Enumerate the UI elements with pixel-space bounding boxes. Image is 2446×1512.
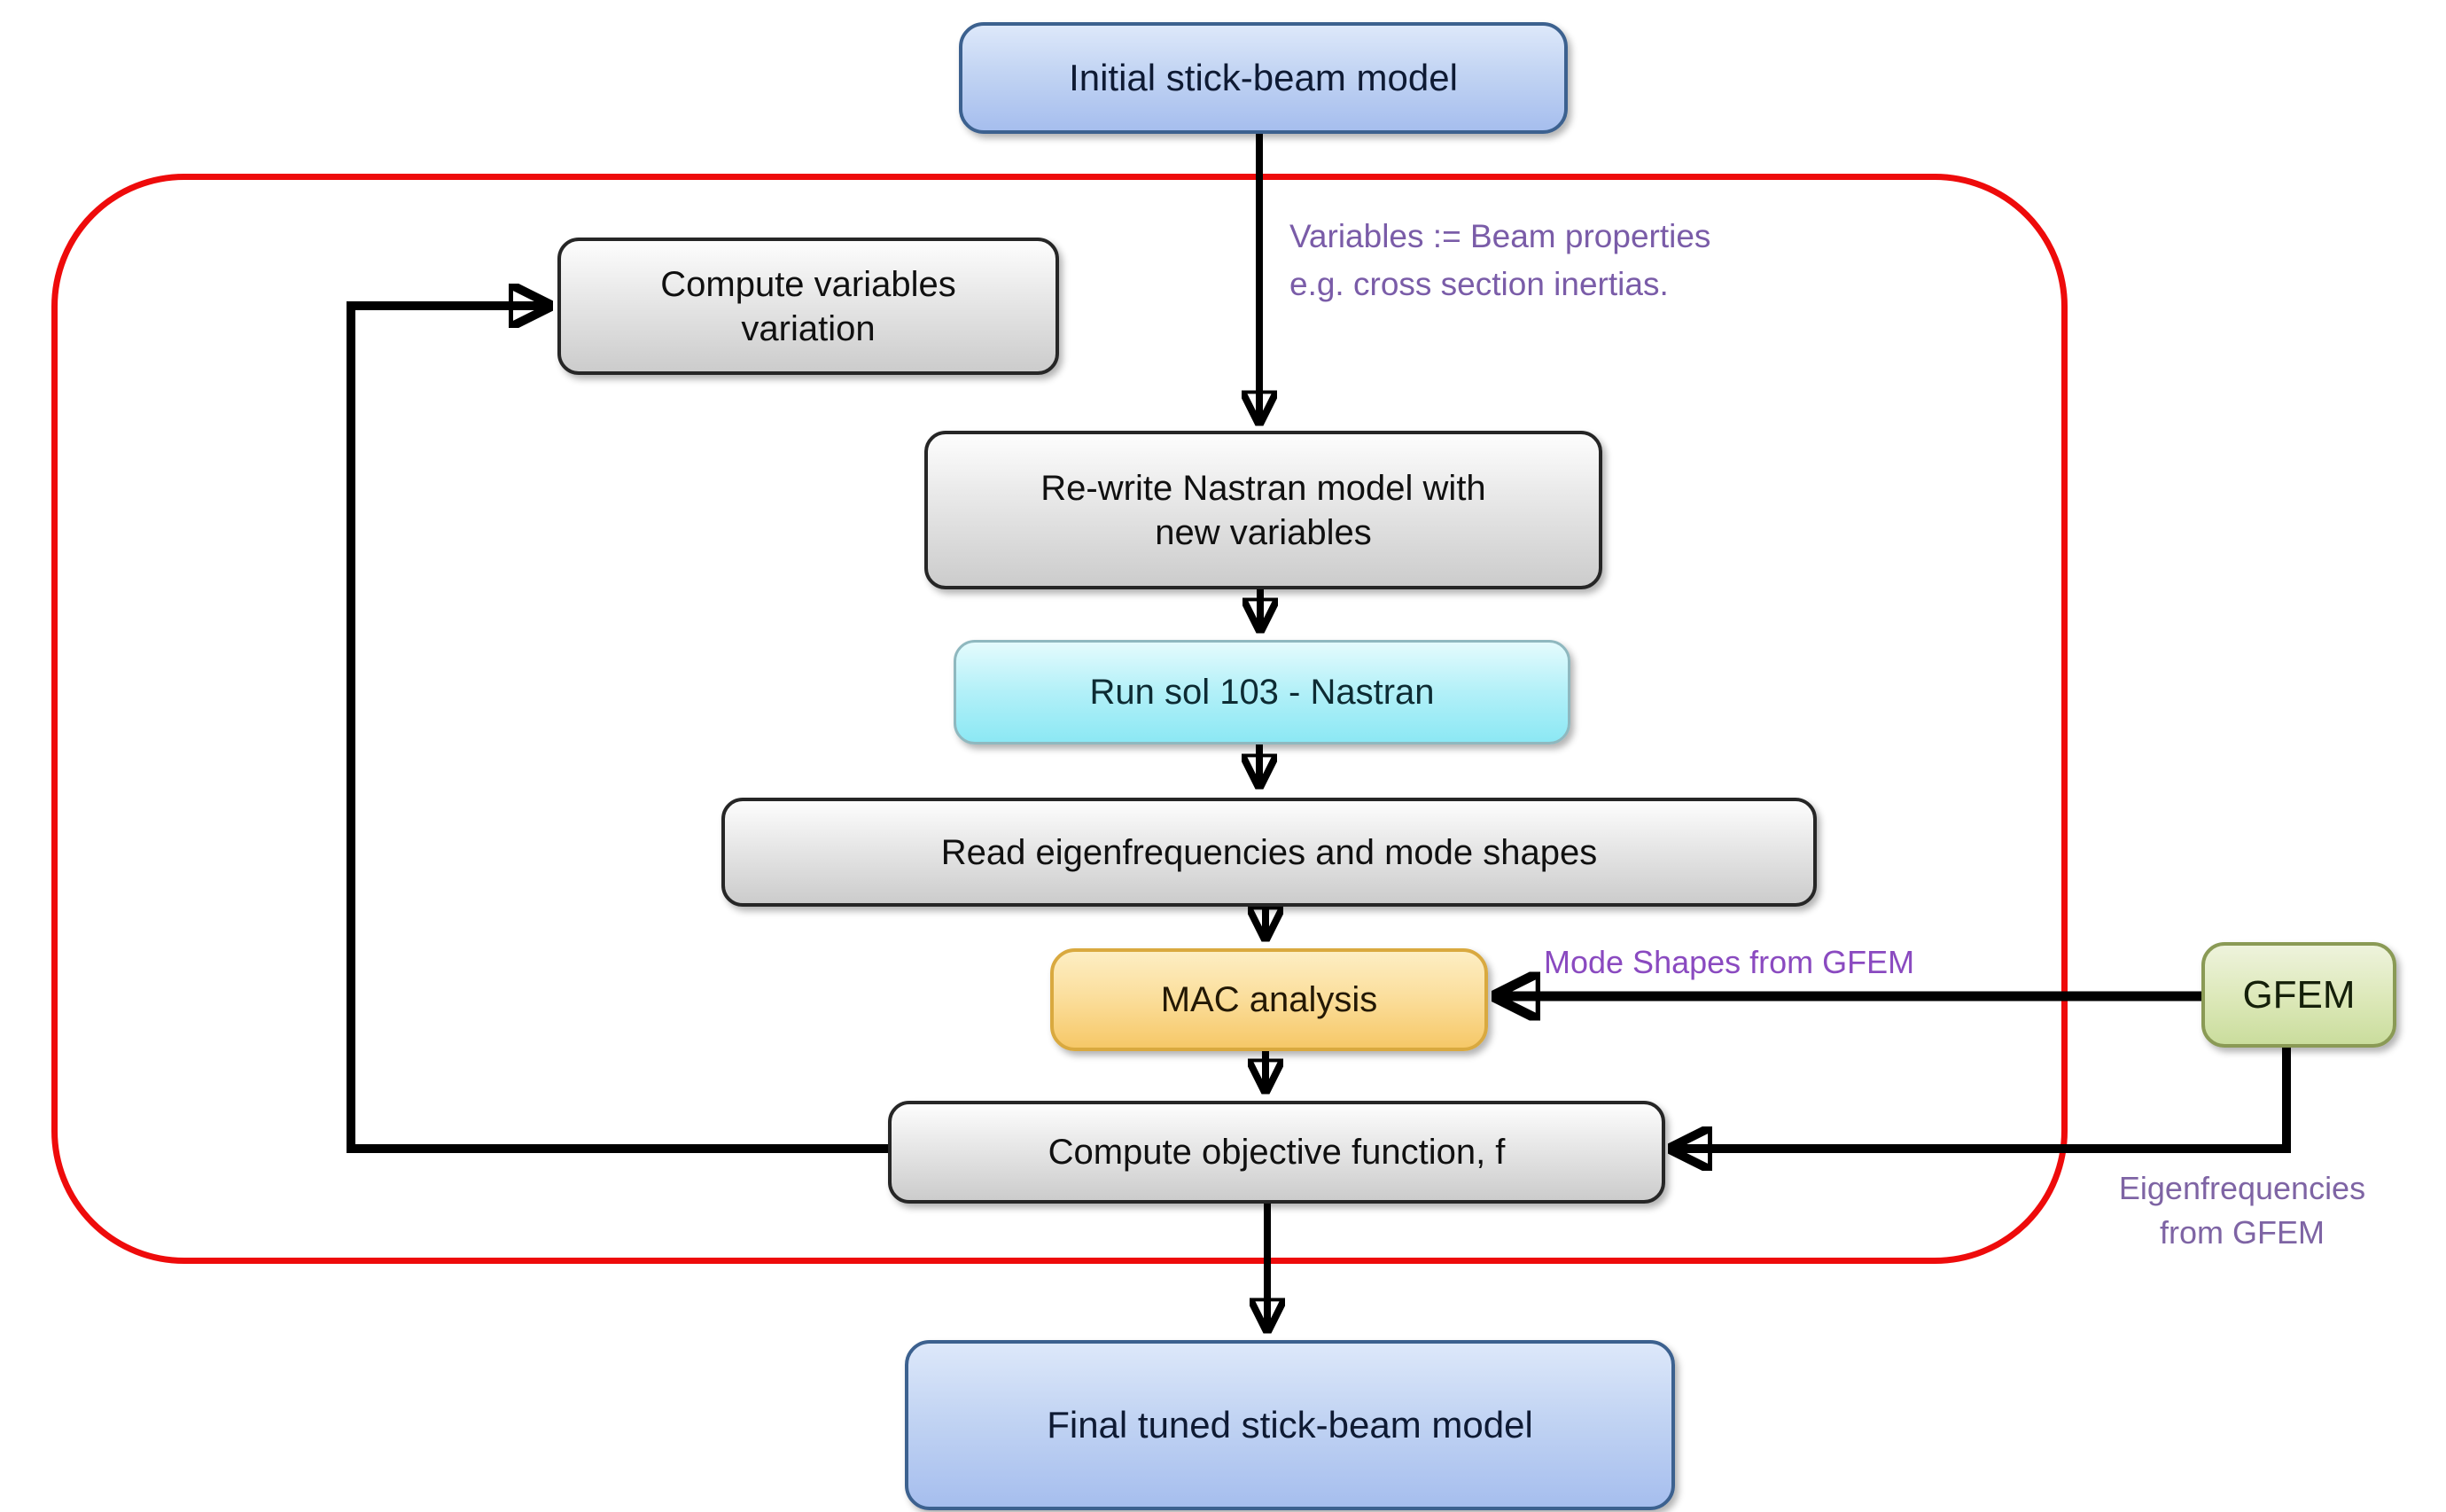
node-rewrite-nastran-model: Re-write Nastran model with new variable…: [924, 431, 1602, 589]
node-compute-objective-function: Compute objective function, f: [888, 1101, 1665, 1204]
node-compute-variables-label: Compute variables variation: [660, 264, 956, 348]
node-readeigen-label: Read eigenfrequencies and mode shapes: [940, 832, 1598, 872]
node-compute-variables-variation: Compute variables variation: [557, 238, 1059, 375]
node-runsol-label: Run sol 103 - Nastran: [1089, 673, 1435, 712]
node-gfem-label: GFEM: [2242, 973, 2356, 1017]
edge-feedback-loop: [347, 306, 888, 1153]
node-gfem: GFEM: [2201, 942, 2396, 1048]
annotation-mode-shapes-from-gfem: Mode Shapes from GFEM: [1544, 944, 1915, 980]
node-read-eigenfrequencies: Read eigenfrequencies and mode shapes: [721, 798, 1817, 907]
node-mac-label: MAC analysis: [1160, 980, 1378, 1019]
edge-gfem-to-computeobj: [1675, 1040, 2291, 1149]
node-final-label: Final tuned stick-beam model: [1047, 1403, 1533, 1446]
node-rewrite-label: Re-write Nastran model with new variable…: [1040, 468, 1486, 552]
iteration-loop-outline: [51, 174, 2068, 1264]
annotation-variables-definition: Variables := Beam properties e.g. cross …: [1289, 218, 1711, 302]
annotation-eigenfrequencies-from-gfem: Eigenfrequencies from GFEM: [2118, 1170, 2366, 1251]
node-computeobj-label: Compute objective function, f: [1048, 1133, 1506, 1172]
node-initial-stick-beam-model: Initial stick-beam model: [959, 22, 1568, 134]
node-initial-label: Initial stick-beam model: [1069, 56, 1458, 98]
node-run-sol-103-nastran: Run sol 103 - Nastran: [954, 640, 1570, 744]
node-final-tuned-stick-beam-model: Final tuned stick-beam model: [905, 1340, 1675, 1510]
node-mac-analysis: MAC analysis: [1050, 948, 1488, 1051]
